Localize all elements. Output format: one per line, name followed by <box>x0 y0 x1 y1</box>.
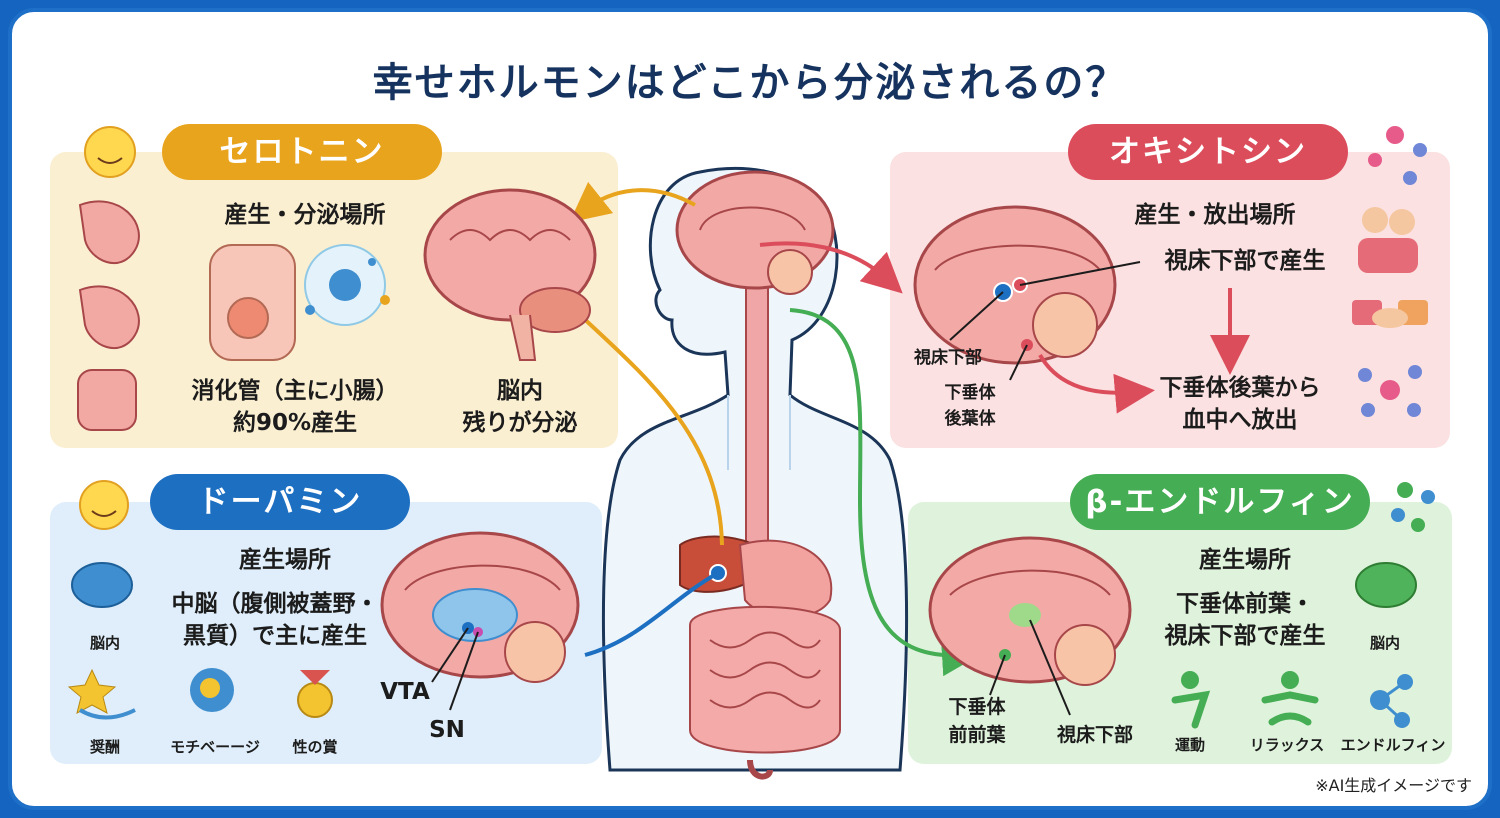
endorphin-icon-label-0: 脳内 <box>1369 634 1400 652</box>
oxytocin-hypothalamus: 視床下部 <box>914 348 982 368</box>
endorphin-label: β-エンドルフィン <box>1070 474 1370 530</box>
dopamine-line1: 中脳（腹側被蓋野・ <box>171 591 379 617</box>
hug-icon <box>1358 207 1418 273</box>
head-brain <box>675 170 835 295</box>
endorphin-line1: 下垂体前葉・ <box>1176 591 1314 617</box>
dopamine-art <box>67 480 580 720</box>
endorphin-icon-label-1: 運動 <box>1174 736 1205 754</box>
dopamine-icon-label-0: 脳内 <box>89 634 120 652</box>
dopamine-icon-label-1: 奨酬 <box>89 738 120 756</box>
endorphin-art <box>928 482 1435 729</box>
stomach-icon <box>78 200 140 265</box>
endorphin-icon-label-2: リラックス <box>1249 736 1325 754</box>
serotonin-gut-line1: 消化管（主に小腸） <box>191 378 399 404</box>
esophagus <box>745 249 769 551</box>
serotonin-heading: 産生・分泌場所 <box>224 202 386 228</box>
serotonin-label: セロトニン <box>162 124 442 180</box>
smile-icon <box>79 480 129 530</box>
brain-icon <box>1355 562 1417 608</box>
dopamine-icon-label-2: モチベーージ <box>170 738 260 756</box>
dopamine-line2: 黒質）で主に産生 <box>183 623 367 649</box>
digestive-organs <box>679 535 841 780</box>
serotonin-brain-line2: 残りが分泌 <box>462 410 578 436</box>
stomach-icon-2 <box>78 285 140 350</box>
oxytocin-art <box>913 126 1428 417</box>
oxytocin-arrow <box>759 241 903 294</box>
molecule-icon-3 <box>1391 482 1435 532</box>
endorphin-pituitary-line1: 下垂体 <box>948 696 1006 718</box>
oxytocin-label: オキシトシン <box>1068 124 1348 180</box>
dopamine-vta-label: VTA <box>380 679 430 705</box>
endorphin-arrow <box>789 308 982 677</box>
page-title: 幸せホルモンはどこから分泌されるの？ <box>372 60 1128 106</box>
dopamine-line <box>584 571 719 657</box>
oxytocin-produce: 視床下部で産生 <box>1164 248 1326 274</box>
brain-icon <box>71 562 133 608</box>
serotonin-art <box>77 126 597 431</box>
exercise-icon <box>1171 671 1211 729</box>
star-hand-icon <box>67 668 117 714</box>
medal-icon <box>297 682 333 718</box>
oxytocin-pituitary-line1: 下垂体 <box>944 383 996 403</box>
intestine-icon <box>77 369 137 431</box>
molecule-icon-4 <box>1370 674 1413 728</box>
ai-note: ※AI生成イメージです <box>1315 776 1472 795</box>
molecule-icon <box>1368 126 1427 185</box>
smile-icon <box>84 126 136 178</box>
handshake-icon <box>1352 300 1428 328</box>
serotonin-brain-line1: 脳内 <box>497 378 543 404</box>
oxytocin-pituitary-line2: 後葉体 <box>944 409 996 429</box>
relax-icon <box>1261 671 1319 726</box>
serotonin-brain-arrow <box>569 181 696 223</box>
dopamine-label: ドーパミン <box>150 474 410 530</box>
serotonin-gut-line2: 約90%産生 <box>232 410 358 436</box>
dopamine-heading: 産生場所 <box>239 547 331 573</box>
oxytocin-heading: 産生・放出場所 <box>1134 202 1296 228</box>
serotonin-gut-line <box>578 313 724 546</box>
endorphin-icon-label-3: エンドルフィン <box>1340 736 1446 754</box>
endorphin-pituitary-line2: 前前葉 <box>948 724 1006 746</box>
dopamine-icon-label-3: 性の賞 <box>292 738 338 756</box>
oxytocin-release-line1: 下垂体後葉から <box>1159 375 1321 401</box>
endorphin-heading: 産生場所 <box>1199 547 1291 573</box>
endorphin-hypothalamus: 視床下部 <box>1056 724 1133 746</box>
oxytocin-release-line2: 血中へ放出 <box>1182 407 1298 433</box>
dopamine-sn-label: SN <box>429 717 465 743</box>
molecule-icon-2 <box>1358 365 1422 417</box>
endorphin-line2: 視床下部で産生 <box>1164 623 1326 649</box>
